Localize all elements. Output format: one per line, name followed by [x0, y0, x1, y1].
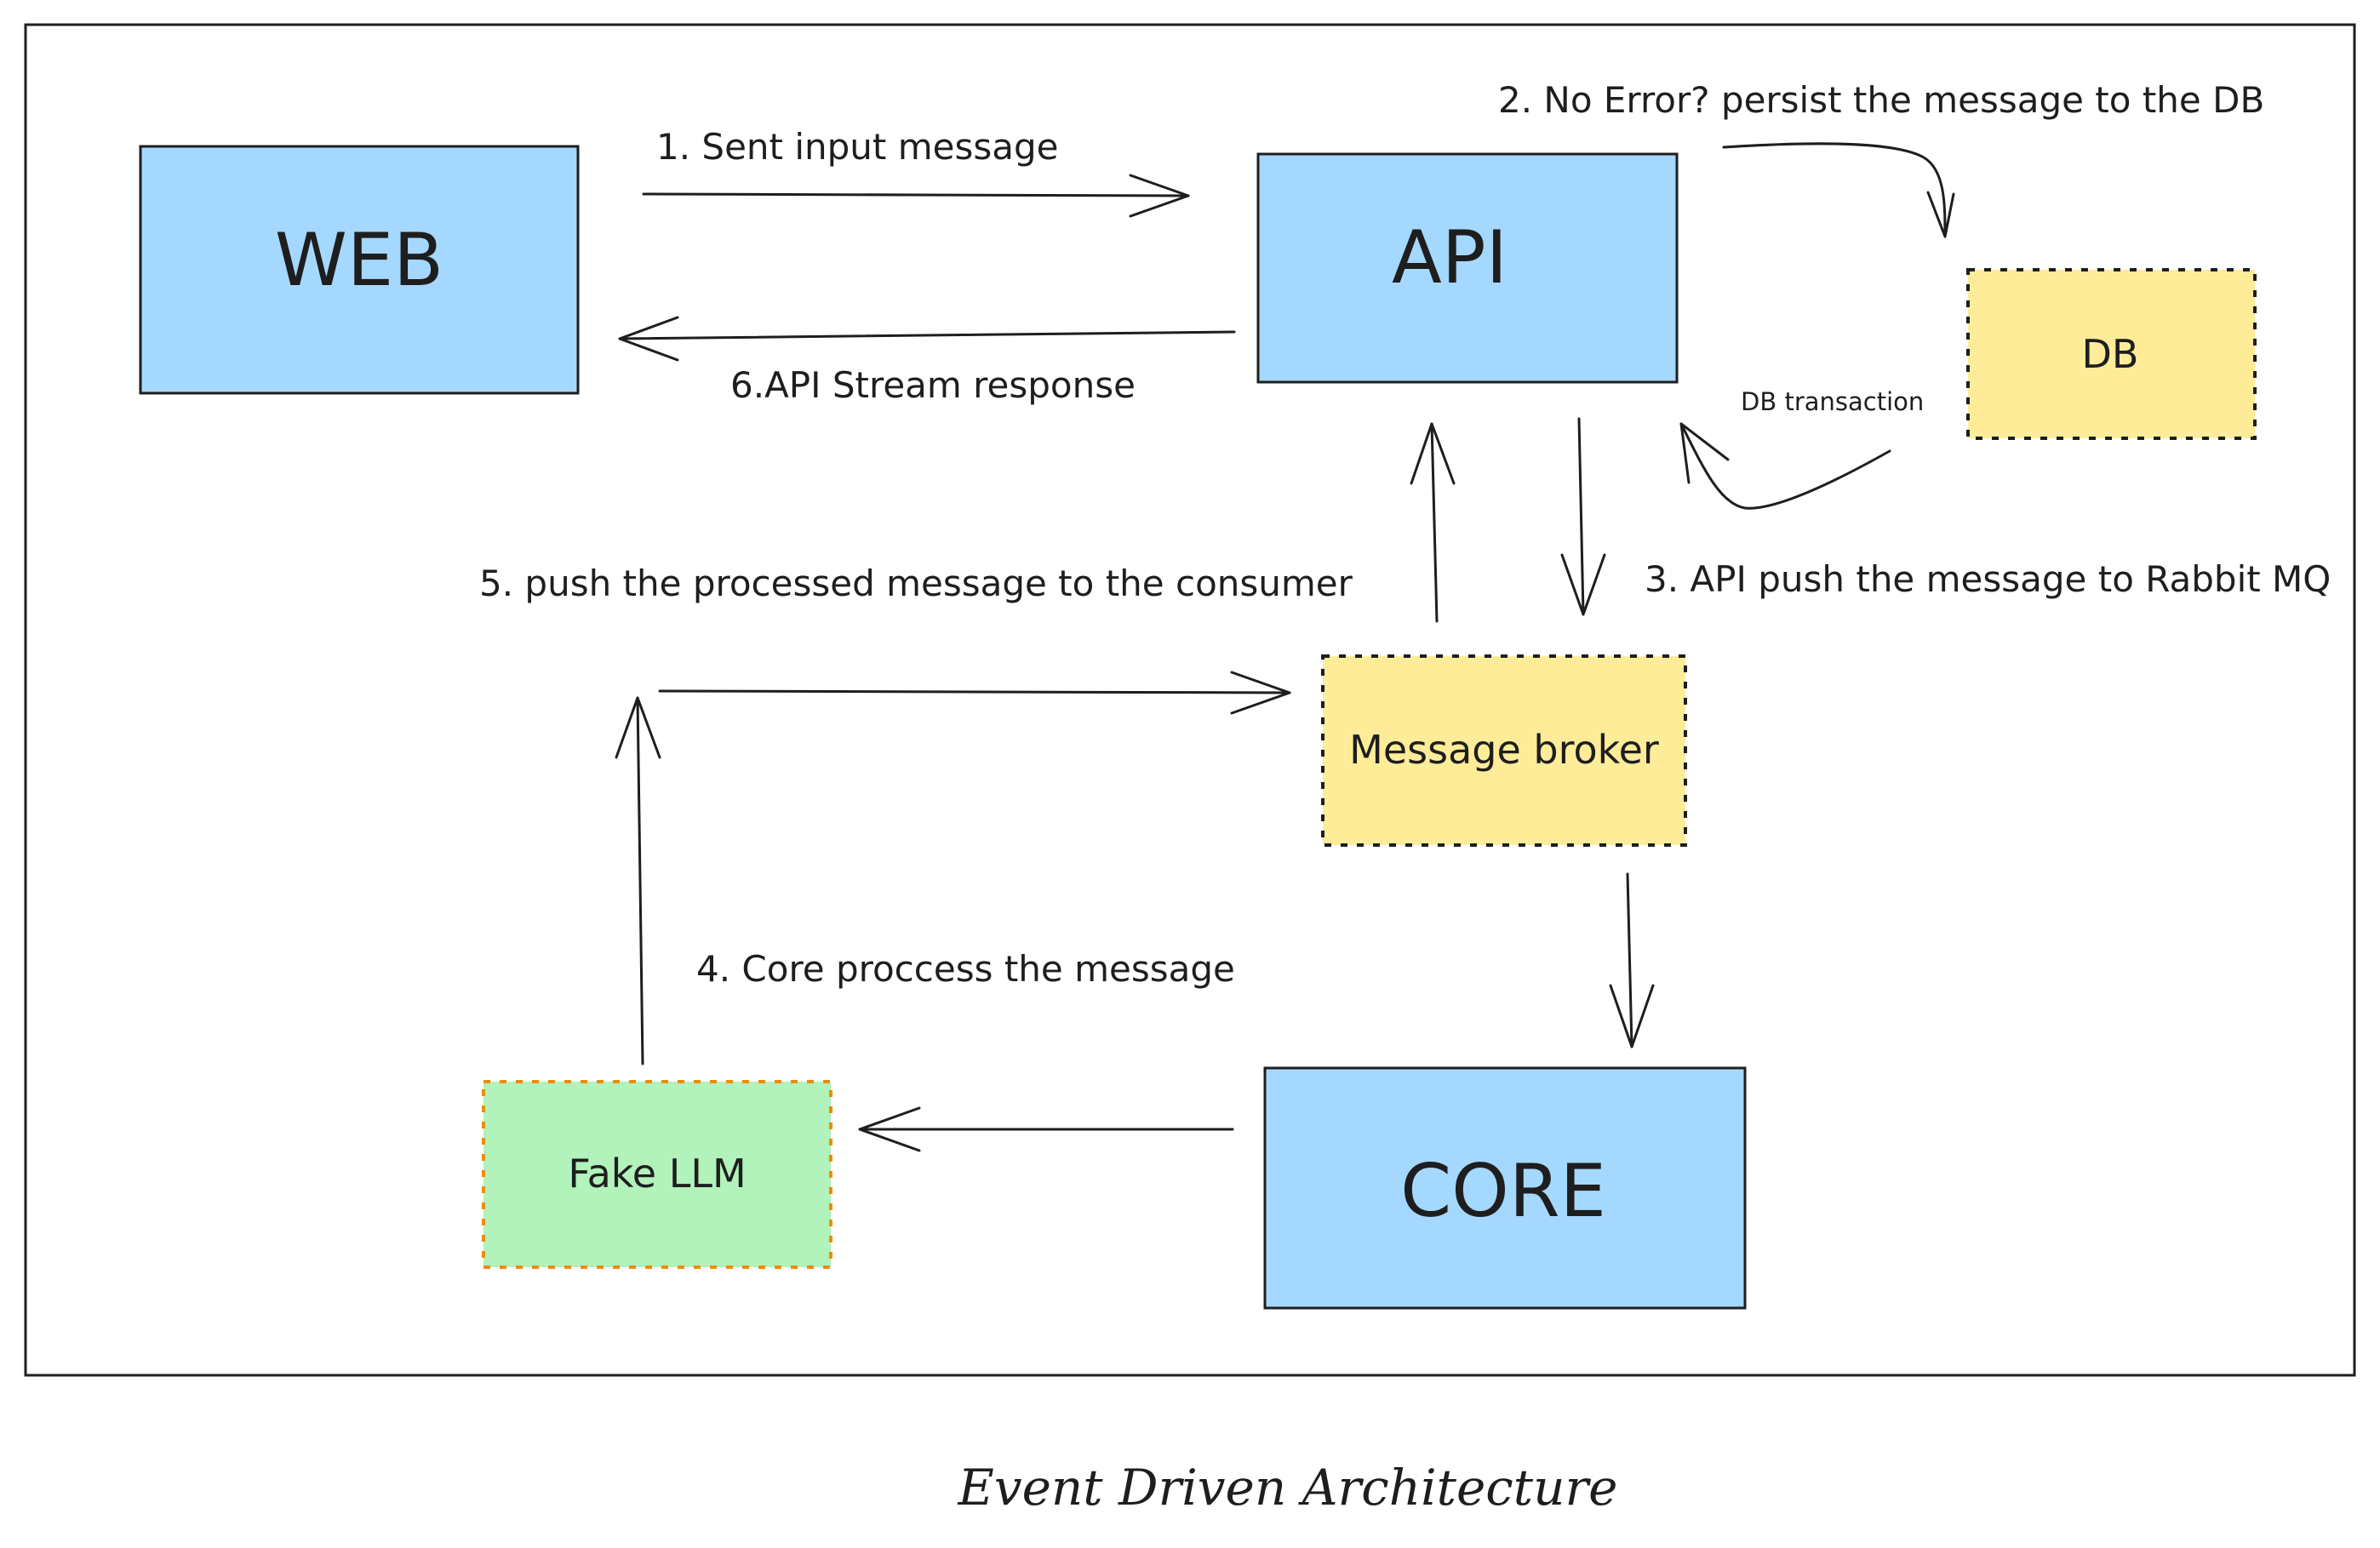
node-core-label: CORE: [1400, 1149, 1606, 1234]
edge-db-transaction: [1679, 422, 1891, 510]
edge-broker-to-core: [1609, 872, 1655, 1048]
node-api[interactable]: API: [1256, 152, 1679, 384]
edge-core-to-llm: [858, 1106, 1234, 1152]
edge-api-to-db: [1722, 142, 1955, 238]
node-db-label: DB: [2082, 331, 2139, 377]
edge-llm-up: [615, 696, 661, 1065]
node-web-label: WEB: [275, 218, 443, 303]
edge-label-4: 4. Core proccess the message: [696, 948, 1235, 990]
node-message-broker[interactable]: Message broker: [1321, 654, 1687, 847]
edge-web-to-api: [642, 174, 1190, 218]
edge-label-1: 1. Sent input message: [656, 126, 1059, 168]
edge-label-5: 5. push the processed message to the con…: [479, 563, 1353, 604]
edge-api-to-web: [618, 316, 1236, 362]
node-message-broker-label: Message broker: [1349, 727, 1659, 773]
node-db[interactable]: DB: [1966, 268, 2257, 440]
edge-to-broker: [658, 671, 1291, 715]
node-fake-llm[interactable]: Fake LLM: [482, 1080, 832, 1269]
edge-label-6: 6.API Stream response: [730, 364, 1136, 406]
edge-broker-to-api: [1410, 422, 1456, 623]
edge-api-to-broker: [1560, 417, 1606, 616]
node-api-label: API: [1392, 215, 1508, 300]
node-web[interactable]: WEB: [139, 145, 580, 395]
edge-label-3: 3. API push the message to Rabbit MQ: [1645, 558, 2331, 600]
node-fake-llm-label: Fake LLM: [568, 1151, 746, 1197]
node-core[interactable]: CORE: [1263, 1066, 1747, 1310]
diagram-frame: [24, 23, 2356, 1377]
edge-label-db-transaction: DB transaction: [1741, 387, 1924, 416]
edge-label-2: 2. No Error? persist the message to the …: [1498, 79, 2264, 121]
diagram-caption: Event Driven Architecture: [957, 1459, 1617, 1517]
